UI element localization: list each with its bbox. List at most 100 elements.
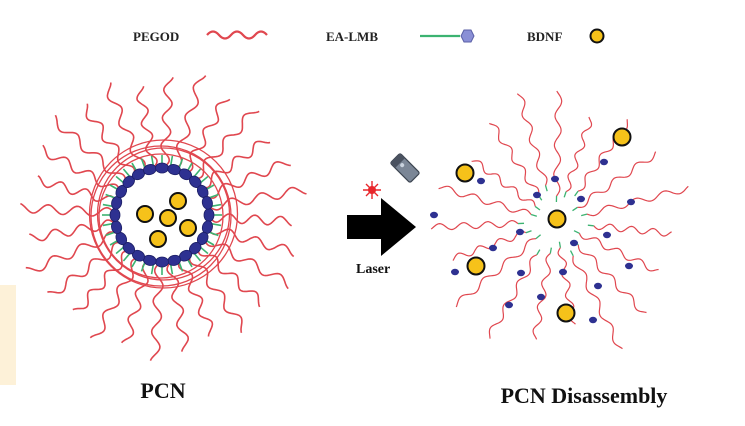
legend-pegod-icon (206, 30, 268, 40)
pegod-chain (85, 103, 136, 177)
released-ealmb-bead (451, 268, 459, 276)
pegod-chain (203, 237, 289, 290)
bdnf-cargo (136, 192, 197, 248)
legend-ealmb-label: EA-LMB (326, 29, 378, 44)
released-ealmb-bead (559, 268, 567, 276)
released-ealmb (430, 158, 635, 324)
released-ealmb-bead (537, 293, 545, 301)
free-pegod-chain (565, 116, 593, 193)
free-pegod-chain (489, 122, 540, 196)
ealmb-stem (178, 261, 184, 272)
free-ealmb-stem (563, 191, 567, 198)
released-bdnf-particle (556, 303, 576, 323)
free-pegod-chain (516, 93, 548, 186)
free-pegod-chain (572, 255, 623, 350)
caption-pcn-disassembly: PCN Disassembly (501, 383, 668, 408)
free-pegod-chain (488, 254, 538, 339)
released-ealmb-bead (627, 198, 635, 206)
ealmb-stem (211, 203, 222, 208)
ealmb-stem (122, 168, 131, 178)
laser-trigger: Laser (347, 153, 420, 277)
free-ealmb-stem (525, 230, 532, 234)
free-pegod-chain (452, 230, 527, 261)
bdnf-particle (169, 192, 187, 210)
legend: PEGOD EA-LMB BDNF (133, 28, 605, 44)
released-ealmb-bead (577, 195, 585, 203)
free-ealmb-stem (544, 185, 548, 192)
free-ealmb-stem (573, 230, 580, 234)
released-ealmb-bead (430, 211, 438, 219)
pegod-shell-ring (96, 147, 231, 281)
pcn-nanoparticle (20, 75, 307, 361)
pcn-disassembly (430, 90, 689, 350)
free-pegod-chain (471, 160, 536, 207)
released-ealmb-bead (594, 282, 602, 290)
ealmb-stem (193, 168, 202, 178)
pegod-shell-ring (88, 139, 239, 289)
ealmb-bead (155, 256, 169, 268)
bdnf-particle (159, 209, 177, 227)
pegod-chain (205, 160, 291, 199)
pegod-chain (188, 253, 243, 333)
ealmb-stem (140, 158, 146, 169)
released-ealmb-bead (517, 269, 525, 277)
ealmb-stem (150, 155, 155, 166)
released-ealmb-bead (516, 228, 524, 236)
ealmb-stem (199, 246, 209, 255)
released-bdnf-particle (455, 163, 475, 183)
released-ealmb-bead (551, 175, 559, 183)
ealmb-stem (208, 193, 219, 199)
pegod-chain (120, 260, 150, 344)
free-ealmb-stem (530, 213, 538, 217)
pegod-chain (20, 202, 115, 217)
released-bdnf-particle (547, 209, 567, 229)
pegod-chain (54, 114, 127, 184)
legend-bdnf-icon (589, 28, 605, 44)
ealmb-stem (208, 231, 219, 237)
ealmb-stem (199, 175, 209, 184)
free-ealmb-stem (569, 250, 574, 257)
pegod-chain (207, 227, 295, 258)
pegod-shell-rings (88, 139, 239, 289)
ealmb-stem (193, 252, 202, 262)
free-pegod-chain (532, 253, 551, 340)
bdnf-particle (149, 230, 167, 248)
free-pegod-chain (430, 219, 519, 231)
pegod-chain (29, 219, 116, 242)
legend-ealmb-icon (420, 29, 475, 43)
pegod-chain (193, 110, 260, 180)
left-edge-strip (0, 285, 16, 385)
pegod-chain (200, 140, 271, 189)
ealmb-bead (155, 162, 169, 174)
free-ealmb-stem (535, 234, 542, 240)
ealmb-stem (122, 252, 131, 262)
ealmb-stem (140, 261, 146, 272)
pegod-chain (208, 186, 307, 211)
pegod-chain (37, 175, 117, 203)
released-ealmb-bead (477, 177, 485, 185)
pegod-chain (177, 258, 214, 337)
released-ealmb-bead (600, 158, 608, 166)
legend-bdnf-label: BDNF (527, 29, 562, 44)
ealmb-stem (102, 222, 113, 227)
free-ealmb-stem (534, 205, 541, 211)
ealmb-stem (169, 264, 174, 275)
free-pegod-chain (577, 244, 647, 314)
free-ealmb-stem (587, 224, 594, 227)
free-ealmb-stem (572, 206, 578, 212)
free-pegod-chain (593, 223, 672, 237)
released-ealmb-bead (489, 244, 497, 252)
free-pegod-chain (438, 185, 532, 215)
released-ealmb-bead (589, 316, 597, 324)
laser-label: Laser (356, 262, 390, 277)
pegod-chain (106, 82, 146, 172)
ealmb-stem (211, 222, 222, 227)
pegod-chain (160, 77, 174, 168)
ealmb-stem (102, 203, 113, 208)
pegod-chain (174, 75, 207, 170)
laser-pointer-icon (390, 153, 420, 183)
free-pegod-chain (455, 238, 537, 308)
free-ealmb-stem (549, 247, 553, 254)
caption-pcn: PCN (140, 378, 185, 403)
right-arrow-icon (347, 198, 416, 256)
